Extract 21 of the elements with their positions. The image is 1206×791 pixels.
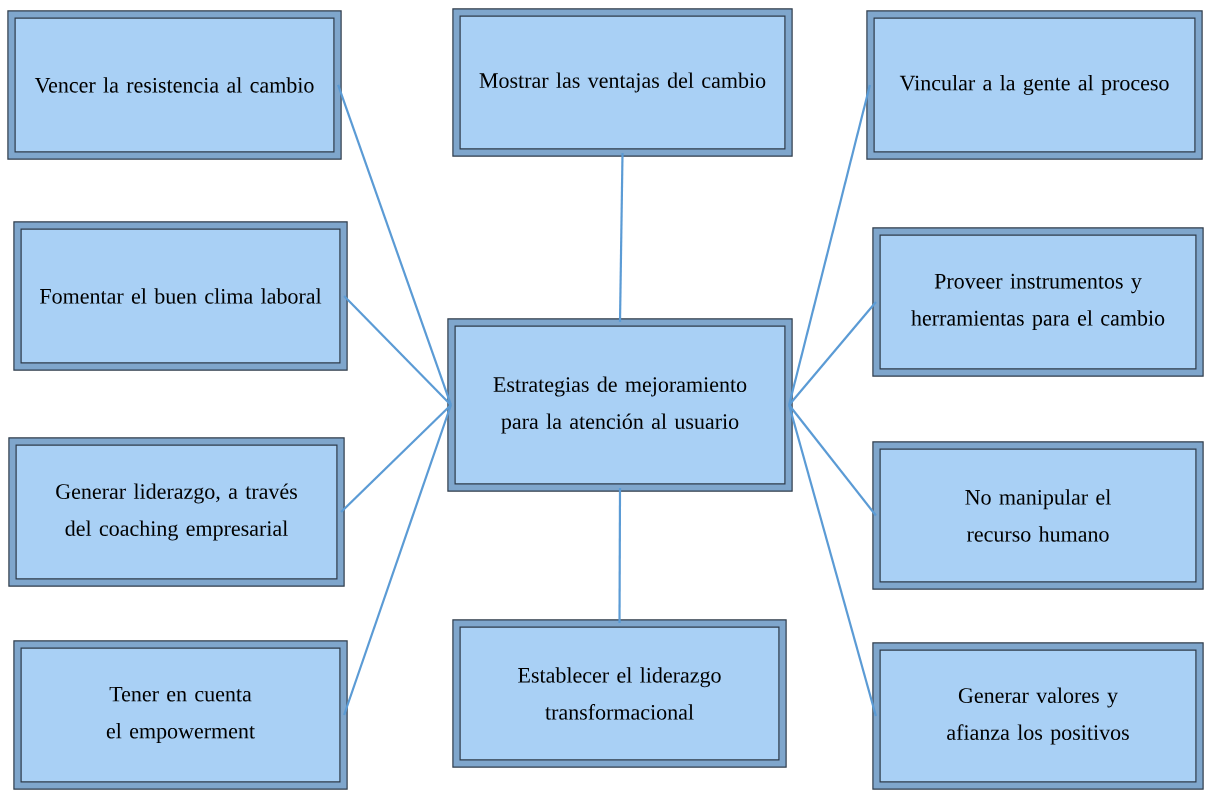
strategy-box: Vincular a la gente al proceso [866,10,1203,160]
connector-line [343,404,452,716]
strategy-box: Proveer instrumentos y herramientas para el cambio [872,227,1204,377]
connector-line [343,295,452,406]
connector-line [788,404,877,717]
strategy-box: Fomentar el buen clima laboral [13,221,348,371]
connector-line [340,404,452,513]
connector-line [618,488,622,623]
strategy-box: Generar liderazgo, a través del coaching empresarial [8,437,345,587]
strategy-box: Tener en cuenta el empowerment [13,640,348,790]
connector-line [788,301,877,406]
strategy-box: Establecer el liderazgo transformacional [452,619,787,768]
central-box: Estrategias de mejoramiento para la atención al usuario [447,318,793,492]
strategy-box: Generar valores y afianza los positivos [872,642,1204,790]
connector-line [337,84,452,406]
strategy-box: Vencer la resistencia al cambio [7,10,342,160]
connector-line [618,153,624,322]
connector-line [788,84,871,406]
strategy-box: No manipular el recurso humano [872,441,1204,590]
strategy-box: Mostrar las ventajas del cambio [452,8,793,157]
connector-line [788,404,877,517]
